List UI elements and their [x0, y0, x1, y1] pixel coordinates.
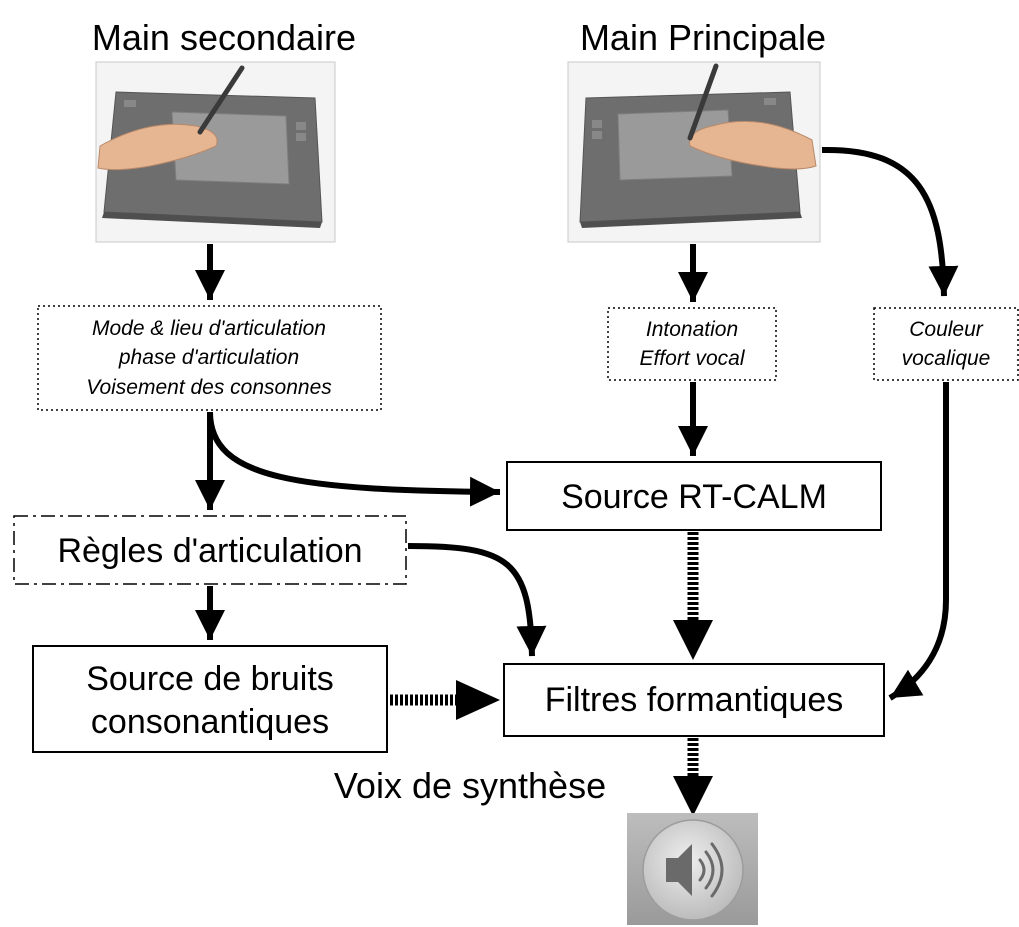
source-bruits-label-line2: consonantiques [91, 703, 329, 741]
regles-articulation-label: Règles d'articulation [57, 532, 362, 570]
param-mode-lieu: Mode & lieu d'articulation [92, 317, 326, 340]
voix-de-synthese-label: Voix de synthèse [334, 765, 606, 806]
param-vocalique: vocalique [902, 347, 991, 370]
speaker-icon [627, 813, 758, 925]
intonation-params-box: Intonation Effort vocal [607, 307, 777, 381]
articulation-params-box: Mode & lieu d'articulation phase d'artic… [37, 305, 382, 411]
filtres-formantiques-label: Filtres formantiques [545, 681, 844, 719]
tablet-secondary-image [95, 61, 336, 243]
arrow-primary-to-couleur [821, 146, 959, 297]
arrow-couleur-to-filtres [888, 382, 949, 701]
arrow-regles-to-filtres [407, 543, 547, 657]
regles-articulation-box: Règles d'articulation [13, 515, 407, 585]
secondary-hand-title: Main secondaire [92, 17, 356, 58]
param-voisement: Voisement des consonnes [86, 376, 332, 399]
couleur-params-box: Couleur vocalique [873, 307, 1019, 381]
source-bruits-box: Source de bruits consonantiques [32, 645, 388, 753]
primary-hand-title: Main Principale [580, 17, 826, 58]
param-couleur: Couleur [909, 318, 984, 341]
signal-rtcalm-to-filtres-head [673, 620, 713, 660]
tablet-primary-image [567, 61, 821, 243]
signal-filtres-to-output-head [673, 776, 713, 816]
source-rt-calm-box: Source RT-CALM [506, 461, 882, 531]
arrow-params-to-rtcalm [207, 411, 501, 507]
param-intonation: Intonation [646, 318, 738, 341]
source-bruits-label-line1: Source de bruits [86, 660, 334, 698]
param-phase: phase d'articulation [118, 346, 299, 369]
signal-bruits-to-filtres-head [456, 680, 500, 720]
source-rt-calm-label: Source RT-CALM [561, 478, 827, 516]
param-effort-vocal: Effort vocal [639, 347, 745, 370]
filtres-formantiques-box: Filtres formantiques [503, 663, 885, 737]
